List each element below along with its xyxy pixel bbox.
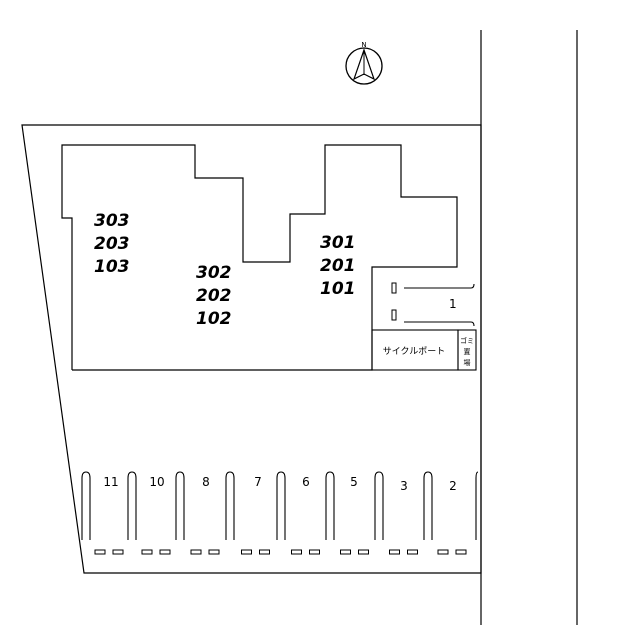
building-outline	[61, 144, 458, 371]
parking-label-7: 7	[254, 475, 262, 489]
wheel-stop	[358, 549, 369, 555]
garbage-label-2: 置	[464, 348, 471, 356]
parking-label-10: 10	[149, 475, 164, 489]
parking-label-3: 3	[400, 479, 408, 493]
wheel-stop	[141, 549, 153, 555]
garbage-label-1: ゴミ	[460, 336, 474, 345]
wheel-stop	[309, 549, 320, 555]
parking-divider	[127, 471, 137, 540]
wheel-stop	[259, 549, 270, 555]
parking-divider	[325, 471, 335, 540]
wheel-stop	[208, 549, 220, 555]
compass-icon: N	[345, 41, 383, 85]
parking-label-6: 6	[302, 475, 310, 489]
wheel-stop	[159, 549, 171, 555]
parking-label-8: 8	[202, 475, 210, 489]
parking-divider	[423, 471, 433, 540]
room-203: 203	[94, 234, 130, 254]
room-103: 103	[94, 257, 130, 277]
parking-slot-label: 1	[449, 297, 457, 311]
parking-row	[81, 471, 479, 555]
wheel-stop	[291, 549, 302, 555]
garbage-area	[457, 329, 477, 371]
room-301: 301	[320, 233, 356, 253]
wheel-stop	[241, 549, 252, 555]
room-101: 101	[320, 279, 356, 299]
room-303: 303	[94, 211, 130, 231]
parking-divider	[276, 471, 286, 540]
room-102: 102	[196, 309, 232, 329]
parking-slot-1: 1	[391, 282, 475, 327]
parking-label-2: 2	[449, 479, 457, 493]
lot-boundary	[21, 124, 482, 574]
room-202: 202	[196, 286, 232, 306]
wheel-stop	[455, 549, 467, 555]
cycle-port-label: サイクルポート	[383, 346, 446, 357]
parking-label-5: 5	[350, 475, 358, 489]
parking-divider	[175, 471, 185, 540]
wheel-stop	[112, 549, 124, 555]
room-201: 201	[320, 256, 356, 276]
wheel-stop	[407, 549, 418, 555]
parking-label-11: 11	[103, 475, 118, 489]
wheel-stop	[389, 549, 400, 555]
wheel-stop	[437, 549, 449, 555]
parking-divider	[225, 471, 235, 540]
room-302: 302	[196, 263, 232, 283]
garbage-label-3: 場	[464, 358, 471, 367]
wheel-stop	[190, 549, 202, 555]
wheel-stop	[94, 549, 106, 555]
parking-divider	[475, 471, 479, 540]
wheel-stop	[340, 549, 351, 555]
parking-divider	[81, 471, 91, 540]
compass-letter: N	[361, 41, 366, 49]
parking-divider	[374, 471, 384, 540]
